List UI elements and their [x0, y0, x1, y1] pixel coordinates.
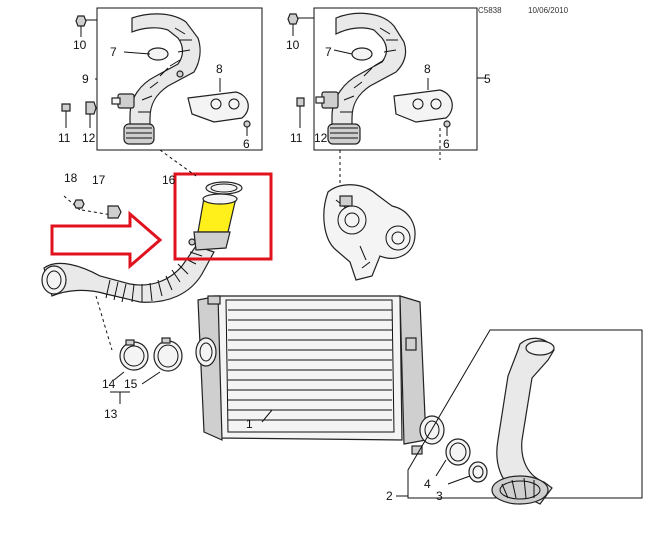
drawing-code: C5838: [478, 6, 502, 15]
callout-2: 2: [386, 489, 393, 503]
callout-11-left: 11: [58, 131, 71, 145]
callout-8-right: 8: [424, 62, 431, 76]
detail-panel-bottom-right: [407, 329, 643, 505]
callout-5: 5: [484, 72, 491, 86]
callout-17: 17: [92, 173, 106, 187]
charge-air-hose: [41, 245, 215, 303]
callout-9: 9: [82, 72, 89, 86]
callout-6-right: 6: [443, 137, 450, 151]
intercooler-part: [195, 295, 445, 455]
callout-10-left: 10: [73, 38, 87, 52]
callout-6-left: 6: [243, 137, 250, 151]
hose-clamps: [113, 337, 183, 385]
callout-4: 4: [424, 477, 431, 491]
callout-8-left: 8: [216, 62, 223, 76]
callout-14: 14: [102, 377, 116, 391]
turbocharger-part: [323, 150, 416, 281]
callout-13: 13: [104, 407, 118, 421]
highlight-arrow: [50, 210, 163, 270]
callout-labels: 10 7 9 8 11 12 6 10 7 8 5 11 12 6 18 17 …: [58, 38, 491, 503]
callout-12-right: 12: [314, 131, 328, 145]
callout-18: 18: [64, 171, 78, 185]
detail-panel-left: [95, 7, 263, 151]
callout-15: 15: [124, 377, 138, 391]
callout-12-left: 12: [82, 131, 96, 145]
highlight-box: [173, 172, 273, 261]
callout-16: 16: [162, 173, 176, 187]
callout-10-right: 10: [286, 38, 300, 52]
detail-panel-right: [313, 7, 485, 160]
callout-7-left: 7: [110, 45, 117, 59]
fastener-group-left: [61, 15, 97, 128]
fastener-group-right: [287, 13, 314, 128]
callout-3: 3: [436, 489, 443, 503]
highlighted-coupling-part: [188, 181, 243, 251]
drawing-date: 10/06/2010: [528, 6, 569, 15]
callout-7-right: 7: [325, 45, 332, 59]
callout-1: 1: [246, 417, 253, 431]
callout-11-right: 11: [290, 131, 303, 145]
